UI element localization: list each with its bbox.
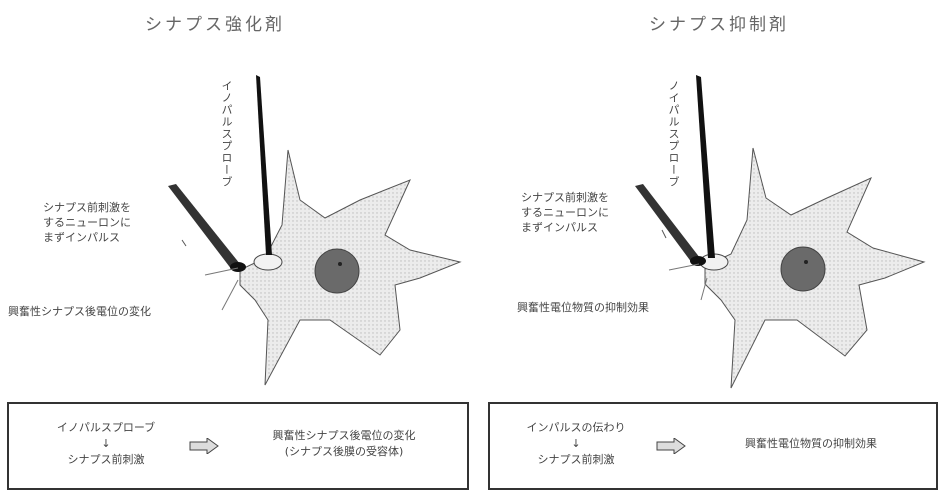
right-panel: シナプス抑制剤 ノイパルスプローブ シナプス前刺激を するニューロンに まずイン… (469, 0, 938, 390)
right-neuron-diagram (635, 75, 926, 389)
probe-label: イノパルスプローブ (220, 80, 233, 188)
cause-block: インパルスの伝わり ↓ シナプス前刺激 (506, 420, 646, 468)
right-panel-title: シナプス抑制剤 (649, 15, 789, 35)
left-panel: シナプス強化剤 イノパルスプローブ シナプス前刺激を するニューロンに まずイン… (0, 0, 469, 390)
cause-line-1: イノパルスプローブ (56, 421, 156, 434)
synaptic-knob (253, 253, 283, 271)
probe-label: ノイパルスプローブ (667, 80, 680, 188)
cause-line-2: ↓ (571, 437, 581, 450)
left-summary-box: イノパルスプローブ ↓ シナプス前刺激 興奮性シナプス後電位の変化 (シナプス後… (7, 402, 469, 490)
neuron-nucleus (780, 246, 826, 292)
recording-electrode (696, 75, 715, 258)
arrow-icon (656, 438, 686, 454)
right-summary-box: インパルスの伝わり ↓ シナプス前刺激 興奮性電位物質の抑制効果 (488, 402, 938, 490)
result-block: 興奮性シナプス後電位の変化 (シナプス後膜の受容体) (229, 428, 459, 460)
neuron-nucleus (314, 248, 360, 294)
cause-line-1: インパルスの伝わり (526, 421, 626, 434)
stimulus-label: シナプス前刺激を するニューロンに まずインパルス (43, 201, 131, 244)
presynaptic-axon (168, 184, 240, 270)
cause-line-3: シナプス前刺激 (537, 453, 615, 466)
left-neuron-diagram (168, 75, 462, 386)
result-line-1: 興奮性電位物質の抑制効果 (745, 437, 877, 450)
effect-label: 興奮性シナプス後電位の変化 (8, 305, 151, 318)
stimulus-label: シナプス前刺激を するニューロンに まずインパルス (521, 191, 609, 234)
cause-line-3: シナプス前刺激 (67, 453, 145, 466)
arrow-icon (189, 438, 219, 454)
result-line-2: (シナプス後膜の受容体) (284, 445, 404, 458)
result-line-1: 興奮性シナプス後電位の変化 (272, 429, 416, 442)
recording-electrode (256, 75, 272, 255)
presynaptic-axon (635, 184, 700, 263)
cause-line-2: ↓ (101, 437, 111, 450)
cause-block: イノパルスプローブ ↓ シナプス前刺激 (31, 420, 181, 468)
left-panel-title: シナプス強化剤 (145, 15, 285, 35)
result-block: 興奮性電位物質の抑制効果 (696, 436, 926, 452)
effect-label: 興奮性電位物質の抑制効果 (517, 301, 649, 314)
